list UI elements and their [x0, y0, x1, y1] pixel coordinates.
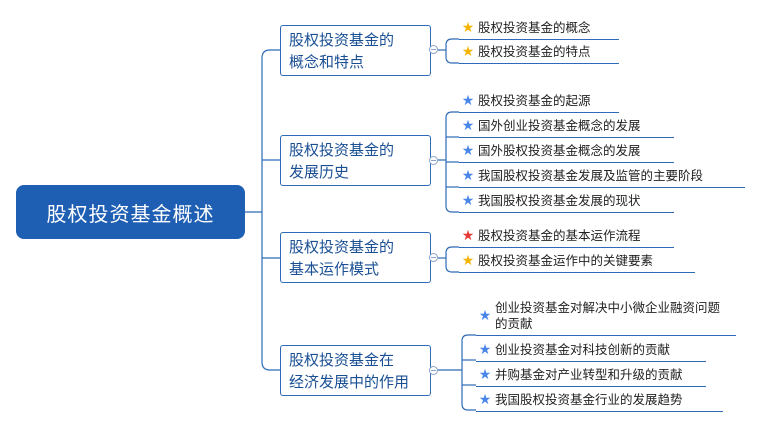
leaf-item[interactable]: ★ 股权投资基金运作中的关键要素	[459, 249, 695, 273]
leaf-label: 股权投资基金的起源	[478, 92, 591, 108]
branch-label-line1: 股权投资基金的	[289, 140, 395, 159]
star-icon: ★	[478, 341, 492, 358]
branch-label-line1: 股权投资基金的	[289, 237, 395, 256]
leaf-item[interactable]: ★ 创业投资基金对解决中小微企业融资问题的贡献	[476, 296, 736, 336]
root-label: 股权投资基金概述	[46, 201, 215, 226]
leaf-item[interactable]: ★ 国外创业投资基金概念的发展	[459, 114, 674, 138]
branch-node-concept[interactable]: 股权投资基金的 概念和特点	[280, 25, 431, 76]
leaf-label: 国外创业投资基金概念的发展	[478, 117, 641, 133]
collapse-toggle-icon[interactable]	[429, 45, 438, 54]
leaf-label: 创业投资基金对科技创新的贡献	[495, 341, 671, 357]
leaf-label: 股权投资基金运作中的关键要素	[478, 252, 654, 268]
leaf-label: 股权投资基金的概念	[478, 19, 591, 35]
leaf-item[interactable]: ★ 我国股权投资基金发展及监管的主要阶段	[459, 164, 745, 188]
leaf-label: 国外股权投资基金概念的发展	[478, 142, 641, 158]
star-icon: ★	[461, 92, 475, 109]
branch-label-line2: 发展历史	[289, 162, 350, 181]
star-icon: ★	[461, 142, 475, 159]
leaf-item[interactable]: ★ 并购基金对产业转型和升级的贡献	[476, 363, 706, 387]
star-icon: ★	[478, 307, 492, 324]
leaf-item[interactable]: ★ 股权投资基金的起源	[459, 89, 619, 113]
branch-label-line2: 经济发展中的作用	[289, 372, 410, 391]
branch-node-history[interactable]: 股权投资基金的 发展历史	[280, 135, 431, 186]
star-icon: ★	[461, 227, 475, 244]
leaf-label: 股权投资基金的基本运作流程	[478, 227, 641, 243]
leaf-item[interactable]: ★ 我国股权投资基金行业的发展趋势	[476, 388, 723, 412]
branch-node-operation[interactable]: 股权投资基金的 基本运作模式	[280, 232, 431, 283]
leaf-item[interactable]: ★ 创业投资基金对科技创新的贡献	[476, 338, 706, 362]
leaf-item[interactable]: ★ 国外股权投资基金概念的发展	[459, 139, 674, 163]
star-icon: ★	[478, 391, 492, 408]
leaf-item[interactable]: ★ 股权投资基金的特点	[459, 40, 619, 64]
leaf-item[interactable]: ★ 股权投资基金的基本运作流程	[459, 224, 674, 248]
leaf-label: 我国股权投资基金发展及监管的主要阶段	[478, 167, 704, 183]
leaf-item[interactable]: ★ 我国股权投资基金发展的现状	[459, 189, 674, 213]
branch-label-line2: 概念和特点	[289, 52, 365, 71]
star-icon: ★	[461, 117, 475, 134]
collapse-toggle-icon[interactable]	[429, 253, 438, 262]
star-icon: ★	[461, 19, 475, 36]
leaf-label: 创业投资基金对解决中小微企业融资问题的贡献	[495, 299, 721, 331]
star-icon: ★	[461, 252, 475, 269]
collapse-toggle-icon[interactable]	[429, 156, 438, 165]
leaf-label: 我国股权投资基金发展的现状	[478, 192, 641, 208]
root-node[interactable]: 股权投资基金概述	[16, 185, 245, 239]
branch-label-line1: 股权投资基金在	[289, 350, 395, 369]
star-icon: ★	[461, 167, 475, 184]
star-icon: ★	[461, 192, 475, 209]
collapse-toggle-icon[interactable]	[429, 366, 438, 375]
leaf-label: 并购基金对产业转型和升级的贡献	[495, 366, 683, 382]
star-icon: ★	[461, 43, 475, 60]
leaf-label: 股权投资基金的特点	[478, 43, 591, 59]
branch-label-line1: 股权投资基金的	[289, 30, 395, 49]
leaf-item[interactable]: ★ 股权投资基金的概念	[459, 16, 619, 40]
star-icon: ★	[478, 366, 492, 383]
branch-label-line2: 基本运作模式	[289, 259, 380, 278]
branch-node-role[interactable]: 股权投资基金在 经济发展中的作用	[280, 345, 431, 396]
leaf-label: 我国股权投资基金行业的发展趋势	[495, 391, 683, 407]
